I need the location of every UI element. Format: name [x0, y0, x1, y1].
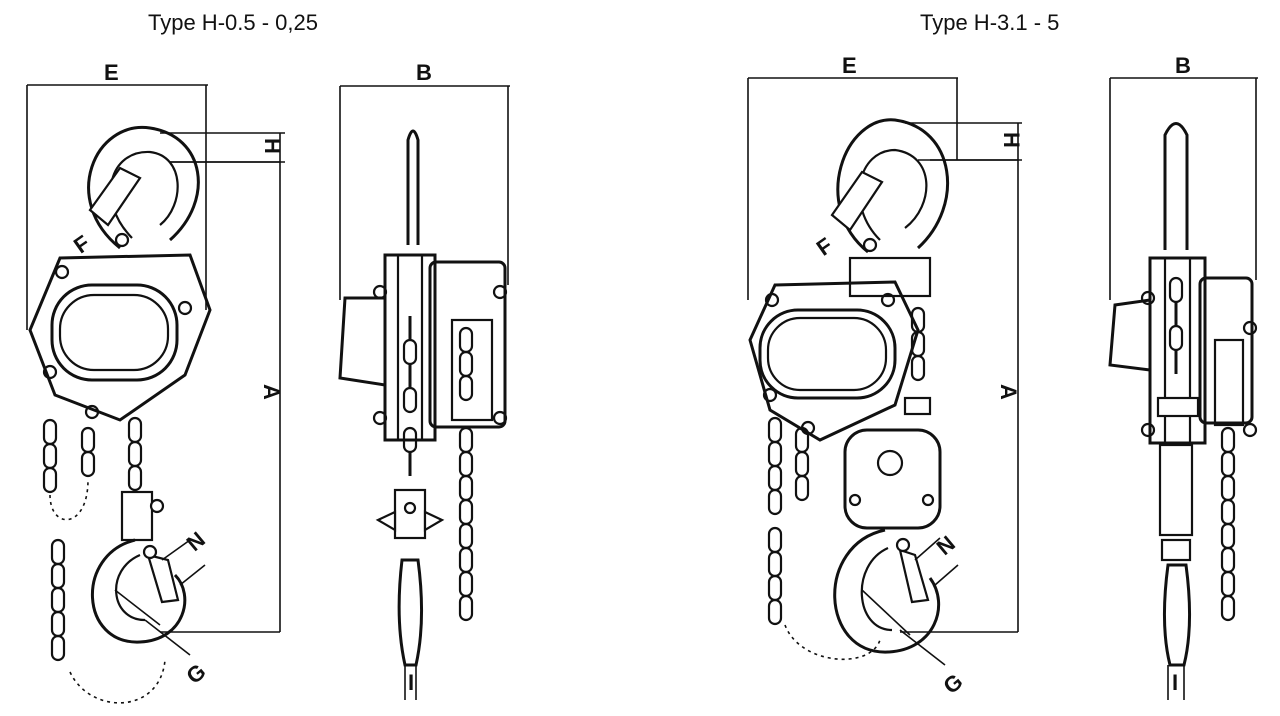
- dim-label-i-left: I: [408, 670, 414, 695]
- dim-label-g-left: G: [181, 659, 210, 689]
- dim-label-n-left: N: [182, 527, 210, 556]
- title-right: Type H-3.1 - 5: [920, 10, 1060, 35]
- right-side-view: B I: [1108, 53, 1258, 700]
- dim-label-i-right: I: [1172, 670, 1178, 695]
- dim-label-h-right: H: [999, 132, 1024, 148]
- dim-label-f-right: F: [812, 233, 837, 261]
- left-front-view: E F H A: [26, 60, 285, 704]
- dim-label-f-left: F: [69, 230, 94, 258]
- dim-label-b-left: B: [416, 60, 432, 85]
- dim-label-a-right: A: [996, 384, 1021, 400]
- dim-label-e-left: E: [104, 60, 119, 85]
- dim-label-n-right: N: [932, 531, 960, 560]
- left-side-view: B I: [338, 60, 510, 700]
- dim-label-g-right: G: [938, 669, 967, 699]
- dim-label-b-right: B: [1175, 53, 1191, 78]
- dim-label-h-left: H: [260, 138, 285, 154]
- right-front-view: E F H A G: [747, 53, 1024, 699]
- title-left: Type H-0.5 - 0,25: [148, 10, 318, 35]
- dim-label-e-right: E: [842, 53, 857, 78]
- dim-label-a-left: A: [259, 384, 284, 400]
